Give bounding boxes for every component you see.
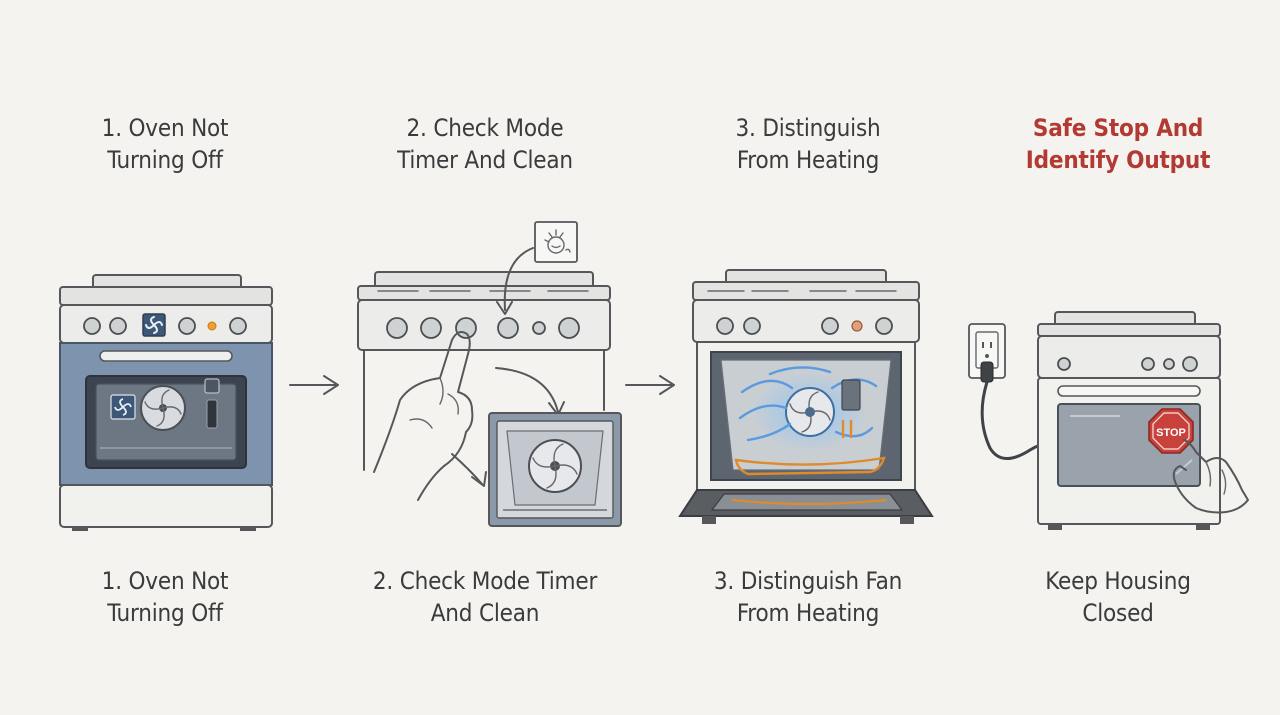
knob [558,317,580,339]
stop-sign-icon: STOP [1148,408,1194,454]
indicator-light [851,320,863,332]
knob [875,317,893,335]
heating-element [734,456,886,476]
knob [420,317,442,339]
oven-4-safe-stop: STOP [968,311,1249,530]
knob [386,317,408,339]
knob [743,317,761,335]
self-clean-icon [534,221,578,263]
step-2-title: 2. Check Mode Timer And Clean [397,114,573,174]
step-1-title: 1. Oven Not Turning Off [101,114,229,174]
knob [83,317,101,335]
pointing-hand-icon [1172,439,1249,514]
knob [178,317,196,335]
knob [821,317,839,335]
knob [1182,356,1198,372]
knob [716,317,734,335]
knob [1057,357,1071,371]
right-arrow-icon [289,375,339,395]
knob [532,321,546,335]
knob [229,317,247,335]
knob [109,317,127,335]
oven-2-control-check [357,221,622,527]
timer-knob [497,317,519,339]
step-4-title: Safe Stop And Identify Output [1025,114,1211,174]
step-1-caption: 1. Oven Not Turning Off [101,567,229,627]
step-3-title: 3. Distinguish From Heating [735,114,881,174]
step-2-caption: 2. Check Mode Timer And Clean [372,567,598,627]
step-3-caption: 3. Distinguish Fan From Heating [713,567,903,627]
knob [455,317,477,339]
knob [1141,357,1155,371]
pointing-hand-icon [373,331,487,501]
stop-sign-label: STOP [1156,427,1186,439]
oven-3-open-fan-heating [678,269,934,524]
step-4-caption: Keep Housing Closed [1045,567,1191,627]
oven-1-fan-running [59,274,273,531]
indicator-light [207,321,217,331]
right-arrow-icon [625,375,675,395]
knob [1163,358,1175,370]
